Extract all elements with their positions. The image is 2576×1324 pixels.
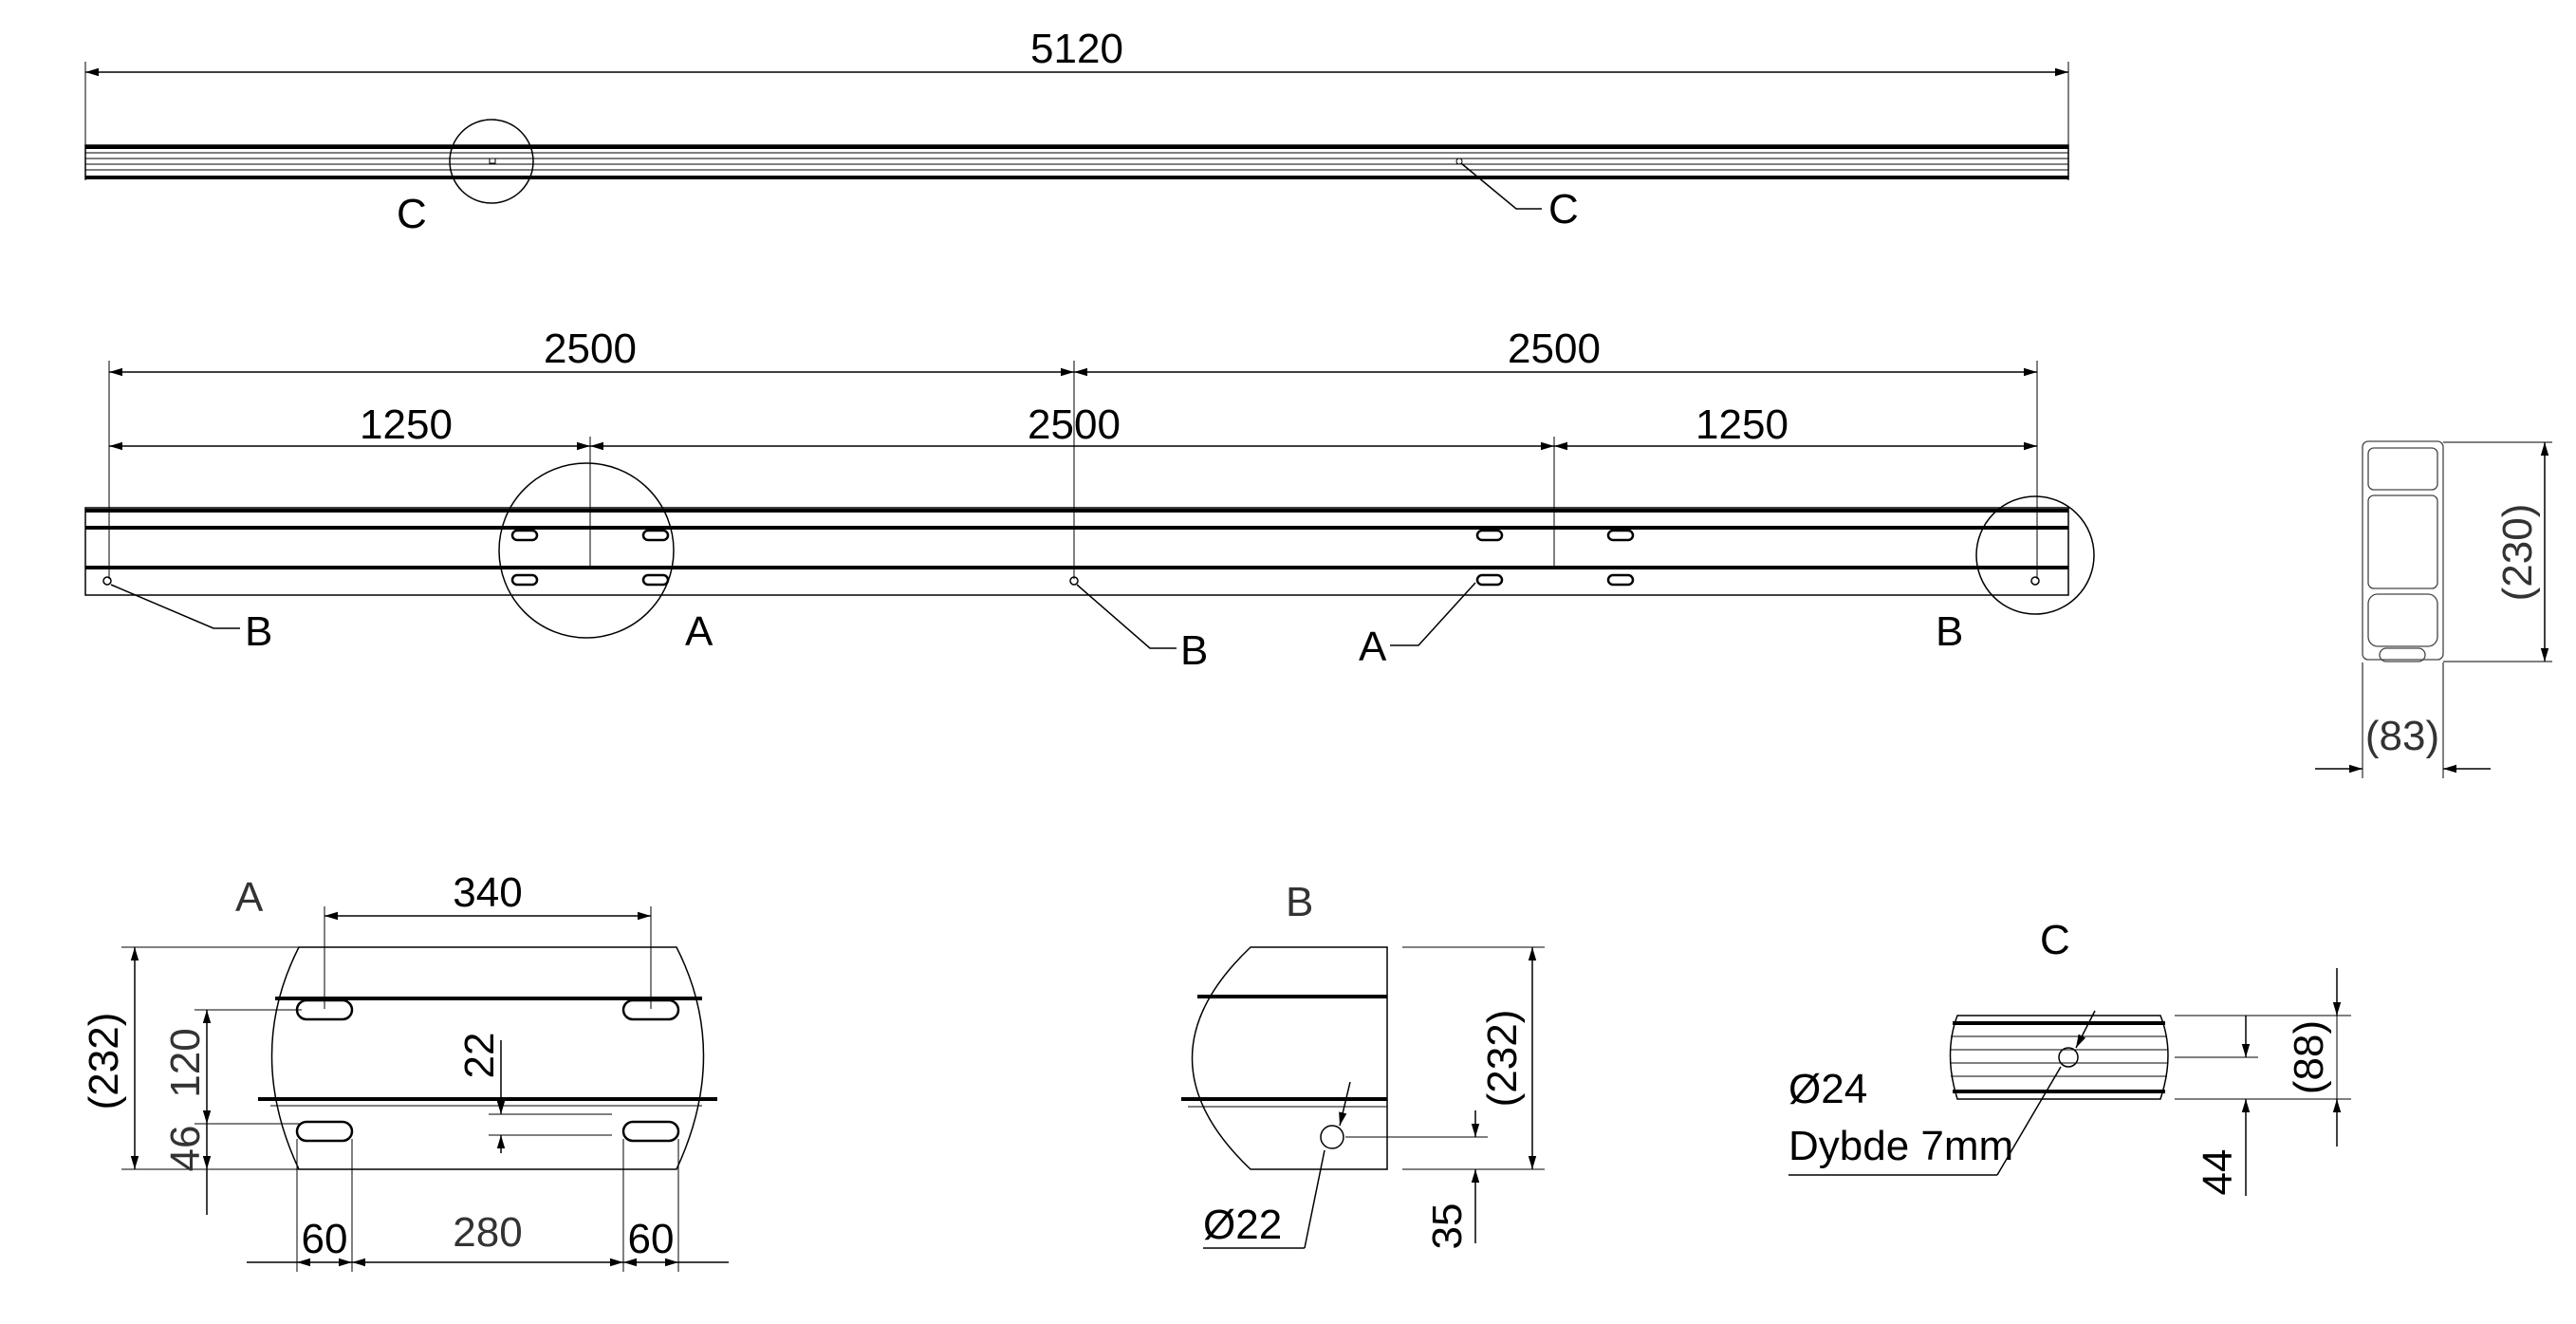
dimension-46: 46 [162,1126,209,1172]
slot [1475,529,1504,542]
slot [510,529,539,542]
detail-a: A 340 (232) 120 46 22 [81,869,729,1272]
dimension-1250-right: 1250 [1696,401,1788,448]
rail-front-view [84,507,2069,596]
detail-b-title: B [1286,879,1313,925]
dimension-2500-left: 2500 [544,326,637,372]
dimension-1250-left: 1250 [360,401,453,448]
hole-22 [1320,1125,1344,1149]
dimension-340: 340 [453,869,522,916]
hole [2030,576,2040,586]
hole-24 [2058,1047,2079,1068]
slot [641,529,670,542]
callout-a-right: A [1359,624,1387,670]
dimension-35: 35 [1424,1203,1471,1250]
slot [1606,529,1635,542]
slot [510,573,539,587]
slot [295,1120,354,1143]
dimension-120: 120 [162,1028,209,1097]
dimension-2500-mid: 2500 [1028,401,1121,448]
slot [1606,573,1635,587]
hole [1069,576,1079,586]
dimension-60-left: 60 [302,1216,348,1262]
slot [1475,573,1504,587]
detail-a-title: A [235,874,264,921]
detail-c-title: C [2040,917,2070,963]
dimension-232-b: (232) [1479,1010,1526,1108]
dimension-60-right: 60 [628,1216,675,1262]
detail-c-label: C [397,191,427,237]
section-view: (230) (83) [2315,440,2552,778]
callout-a-circle: A [685,608,713,655]
dimension-44: 44 [2195,1149,2241,1196]
section-height-230: (230) [2494,504,2541,602]
hole-diameter-24: Ø24 [1788,1066,1867,1112]
dimension-5120: 5120 [1030,26,1123,72]
callout-b-mid: B [1180,627,1208,674]
dimension-22: 22 [456,1033,503,1079]
detail-c-callout: C [1548,186,1579,233]
detail-b: B (232) 35 Ø22 [1181,879,1545,1249]
dimension-2500-right: 2500 [1508,326,1601,372]
depth-note: Dybde 7mm [1788,1123,2013,1169]
dimension-280: 280 [453,1209,522,1256]
dimension-88: (88) [2286,1020,2332,1094]
detail-c: C Ø24 Dybde 7mm (88) 44 [1788,917,2351,1196]
callout-b-left: B [245,608,272,655]
top-view: 5120 C C [84,26,2069,237]
rail-top-view [84,144,2069,179]
detail-c-circle [449,119,534,204]
front-view: 2500 2500 1250 2500 1250 B [84,326,2095,674]
hole [102,576,112,586]
slot [621,1120,680,1143]
detail-a-circle [498,462,675,639]
dimension-232-a: (232) [81,1013,127,1110]
slot [641,573,670,587]
section-width-83: (83) [2365,713,2439,759]
detail-b-circle [1975,495,2095,615]
hole-diameter-22: Ø22 [1203,1202,1282,1248]
callout-b-circle: B [1936,608,1963,655]
